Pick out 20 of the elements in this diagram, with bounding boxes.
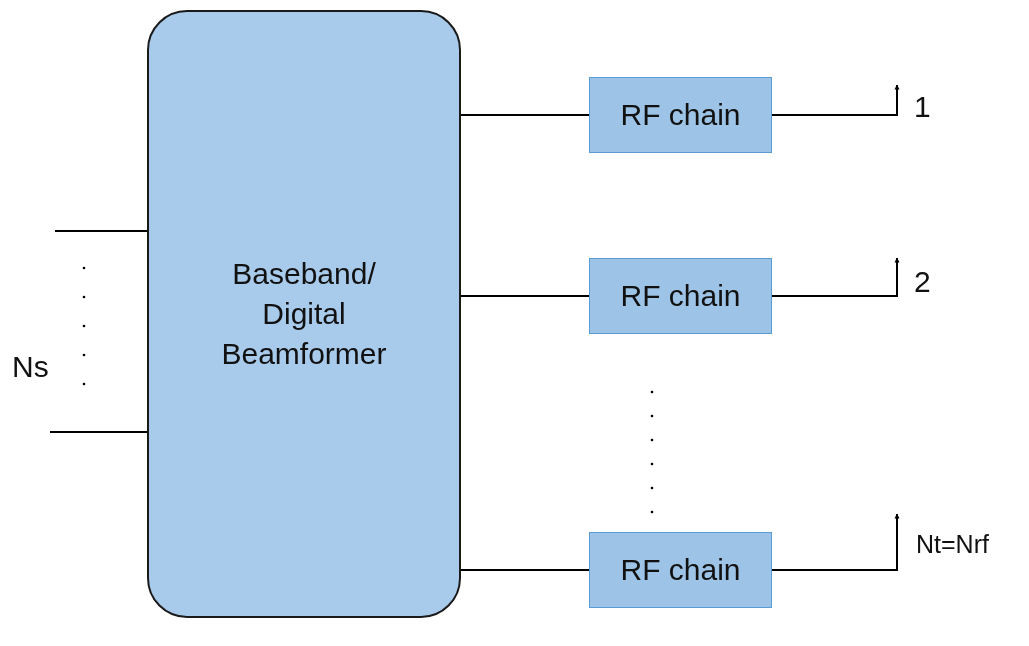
signal-line xyxy=(460,114,590,116)
antenna-arrow xyxy=(771,257,900,297)
signal-line xyxy=(460,569,590,571)
block-label: RF chain xyxy=(620,278,741,315)
signal-line xyxy=(49,431,148,433)
rf-chain-box xyxy=(589,258,772,334)
rf-chain-box xyxy=(589,532,772,608)
antenna-label: 2 xyxy=(914,267,931,297)
rf-chain-box xyxy=(589,77,772,153)
block-label: RF chain xyxy=(620,97,741,134)
signal-line xyxy=(54,230,148,232)
block-label: Baseband/ Digital Beamformer xyxy=(220,256,388,372)
antenna-arrow xyxy=(771,84,900,116)
antenna-label: 1 xyxy=(914,92,931,122)
antenna-label: Nt=Nrf xyxy=(916,532,989,557)
antenna-arrow xyxy=(771,513,900,571)
process-block xyxy=(147,10,461,618)
block-label: RF chain xyxy=(620,552,741,589)
stream-count-label: Ns xyxy=(12,352,49,382)
signal-line xyxy=(460,295,590,297)
